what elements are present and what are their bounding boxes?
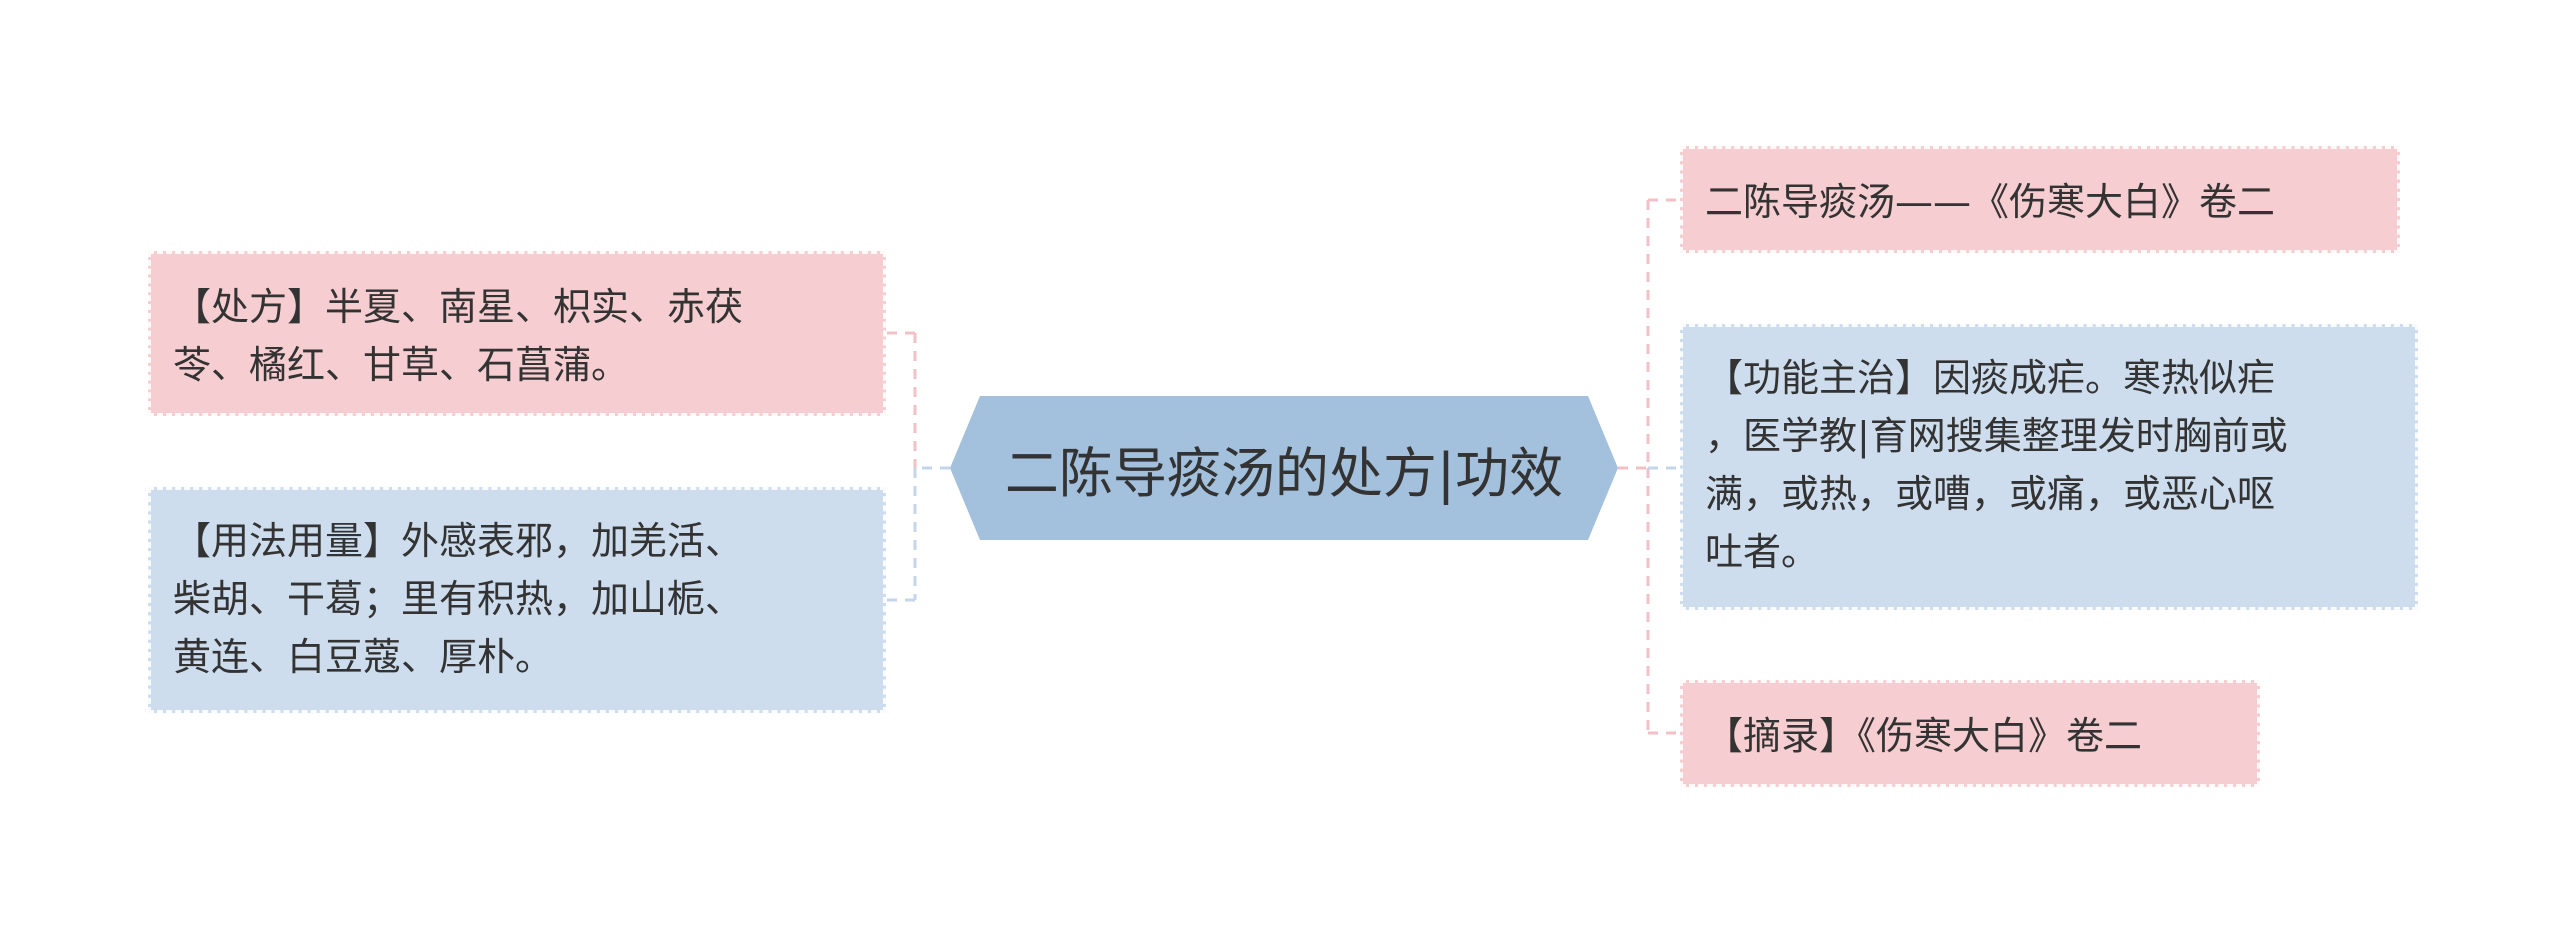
node-prescription-text: 【处方】半夏、南星、枳实、赤茯 苓、橘红、甘草、石菖蒲。 [173,285,744,387]
node-usage-dosage[interactable]: 【用法用量】外感表邪，加羌活、 柴胡、干葛；里有积热，加山栀、 黄连、白豆蔻、厚… [148,487,886,713]
node-usage-dosage-text: 【用法用量】外感表邪，加羌活、 柴胡、干葛；里有积热，加山栀、 黄连、白豆蔻、厚… [173,519,744,679]
node-prescription[interactable]: 【处方】半夏、南星、枳实、赤茯 苓、橘红、甘草、石菖蒲。 [148,251,886,416]
node-function-indication-text: 【功能主治】因痰成疟。寒热似疟 ，医学教|育网搜集整理发时胸前或 满，或热，或嘈… [1705,356,2288,574]
central-topic-shape [950,396,1618,540]
node-excerpt[interactable]: 【摘录】《伤寒大白》卷二 [1680,680,2260,787]
node-source-title-text: 二陈导痰汤——《伤寒大白》卷二 [1705,180,2276,224]
node-source-title[interactable]: 二陈导痰汤——《伤寒大白》卷二 [1680,146,2400,253]
central-topic-title: 二陈导痰汤的处方|功效 [1004,441,1564,505]
node-excerpt-text: 【摘录】《伤寒大白》卷二 [1705,714,2143,758]
central-topic[interactable]: 二陈导痰汤的处方|功效 [950,396,1618,540]
node-function-indication[interactable]: 【功能主治】因痰成疟。寒热似疟 ，医学教|育网搜集整理发时胸前或 满，或热，或嘈… [1680,324,2418,610]
